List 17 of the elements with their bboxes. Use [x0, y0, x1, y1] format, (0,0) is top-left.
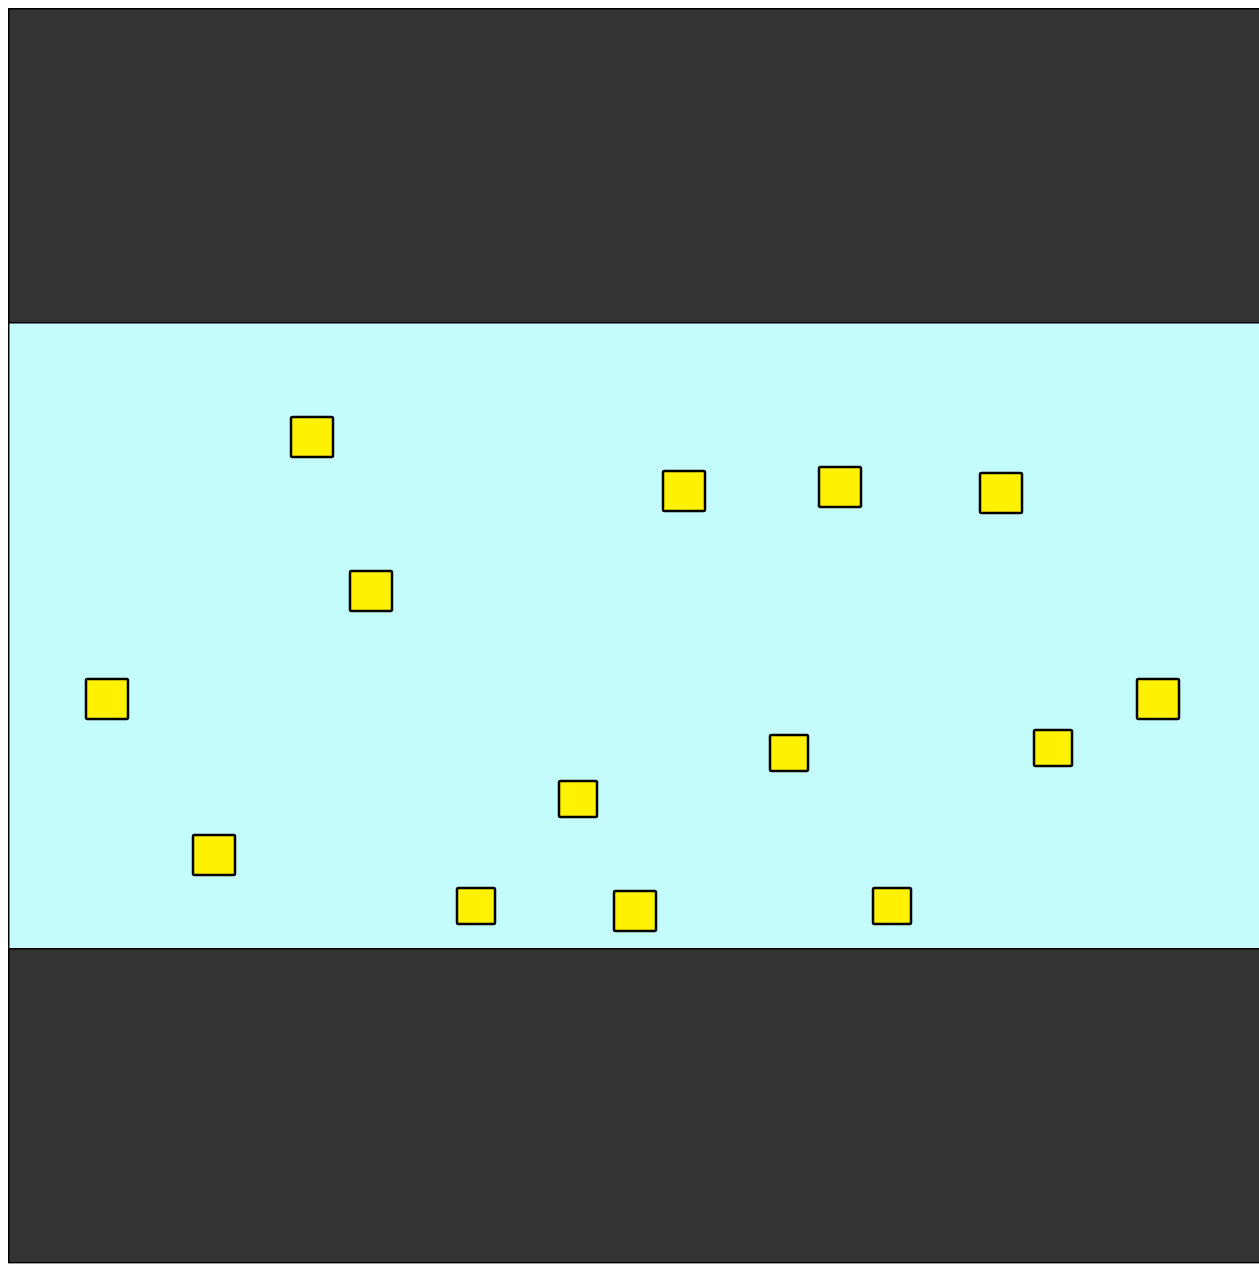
particle-square [1135, 677, 1181, 721]
wall-band [8, 8, 1259, 324]
particle-square [768, 733, 810, 773]
particle-square [557, 779, 599, 819]
particle-square [612, 889, 658, 933]
particle-square [348, 569, 394, 613]
particle-square [661, 469, 707, 513]
particle-square [455, 886, 497, 926]
wall-band [8, 948, 1259, 1264]
particle-square [978, 471, 1024, 515]
particle-square [871, 886, 913, 926]
particle-square [817, 465, 863, 509]
channel-band [8, 322, 1259, 950]
particle-square [84, 677, 130, 721]
particle-square [191, 833, 237, 877]
particle-square [1032, 728, 1074, 768]
particle-square [289, 415, 335, 459]
